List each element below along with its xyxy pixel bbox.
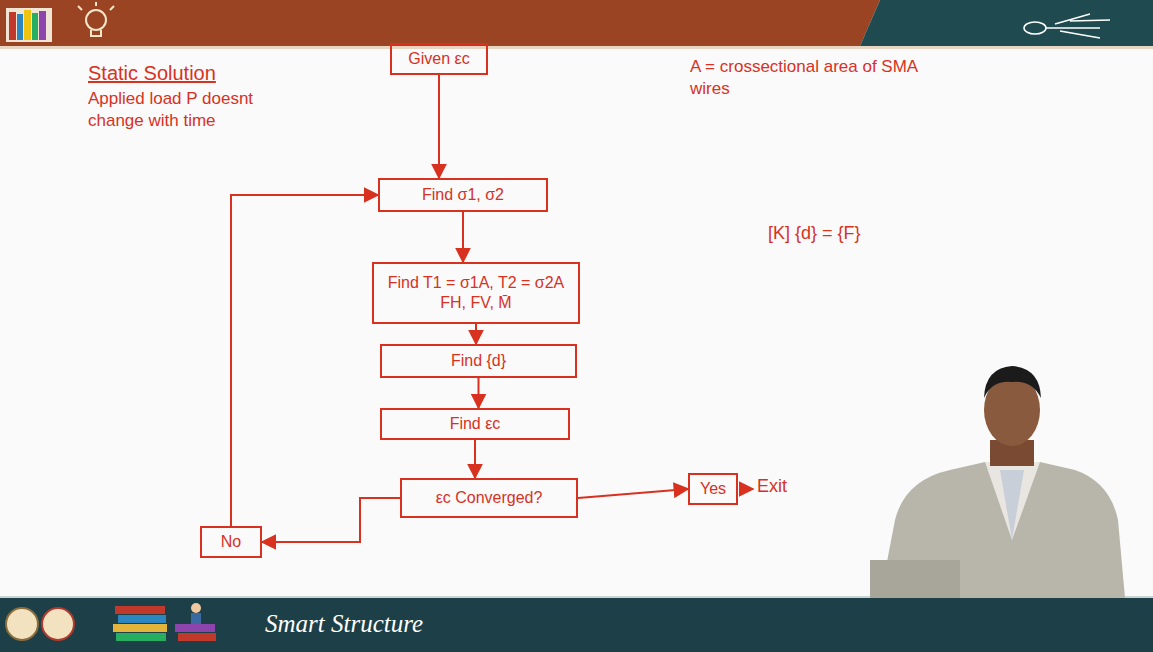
institute-logo [1024,14,1110,38]
node-text: Find {d} [451,351,506,371]
drawing-part [9,12,16,40]
books-icon [6,8,52,42]
no-box: No [200,526,262,558]
exit-label: Exit [757,475,787,498]
flow-arrow [474,440,476,478]
drawing-part [39,11,46,40]
decision-box: εc Converged? [400,478,578,518]
section-heading: Static Solution [88,60,216,86]
drawing-part [86,10,106,30]
drawing-part [32,13,38,40]
drawing-part [985,462,1040,540]
top-banner-right [860,0,1153,46]
flow-arrow [438,75,440,178]
node-text: Yes [700,479,726,499]
drawing-part [1024,22,1046,34]
drawing-part [984,366,1041,398]
top-banner [0,0,880,46]
drawing-part [24,10,31,40]
note-text: A = crossectional area of SMA wires [690,56,960,100]
footer-logos [6,603,216,641]
drawing-part [1046,14,1110,38]
flow-arrow [578,489,688,498]
drawing-part [870,560,960,598]
node-text: Find σ1, σ2 [422,185,504,205]
bulb-icon [78,2,114,36]
process-box: Find T1 = σ1A, T2 = σ2AFH, FV, M̄ [372,262,580,324]
node-text: Find εc [450,414,501,434]
node-text: No [221,532,241,552]
drawing-part [191,613,201,624]
flow-arrow [262,498,400,542]
drawing-part [191,603,201,613]
process-box: Find {d} [380,344,577,378]
course-title: Smart Structure [265,608,423,641]
process-box: Find σ1, σ2 [378,178,548,212]
node-text: FH, FV, M̄ [440,293,511,313]
drawing-part [116,633,166,641]
drawing-part [175,624,215,632]
drawing-part [6,8,52,42]
yes-box: Yes [688,473,738,505]
bottom-bar [0,598,1153,652]
drawing-part [118,615,166,623]
node-text: εc Converged? [436,488,543,508]
start-box: Given εc [390,43,488,75]
drawing-part [178,633,216,641]
drawing-part [115,606,165,614]
flow-arrow [462,212,464,262]
process-box: Find εc [380,408,570,440]
drawing-part [17,14,23,40]
node-text: Find T1 = σ1A, T2 = σ2A [388,273,565,293]
node-text: Given εc [408,49,469,69]
drawing-part [1000,470,1024,540]
drawing-part [6,608,38,640]
drawing-part [42,608,74,640]
drawing-part [78,2,114,10]
flow-arrow [231,195,378,526]
drawing-part [91,30,101,36]
flow-arrow [478,378,480,408]
flow-arrow [475,324,477,344]
banner-edge [0,46,1153,49]
note-text: Applied load P doesnt change with time [88,88,268,132]
drawing-part [113,624,167,632]
exit-arrow [740,488,753,490]
presenter-figure [870,366,1125,598]
equation: [K] {d} = {F} [768,222,861,245]
